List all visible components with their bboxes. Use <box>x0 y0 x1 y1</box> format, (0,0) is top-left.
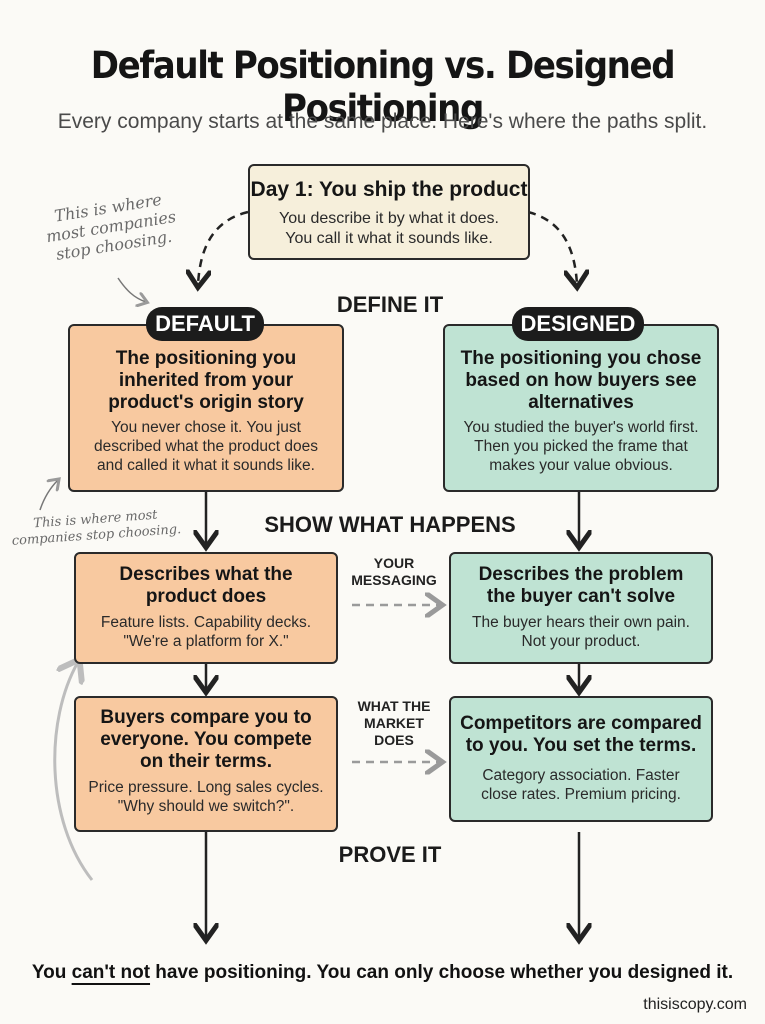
default-market-body-line: "Why should we switch?". <box>117 798 295 815</box>
start-body-line: You call it what it sounds like. <box>285 230 493 247</box>
designed-body-line: makes your value obvious. <box>489 457 673 474</box>
note-arrow-top <box>117 277 146 302</box>
market-label-line: DOES <box>374 732 414 748</box>
default-messaging-heading-line: product does <box>145 586 267 607</box>
default-market-box: Buyers compare you to everyone. You comp… <box>74 696 338 832</box>
default-messaging-body-line: Feature lists. Capability decks. <box>100 614 312 631</box>
designed-body-line: Then you picked the frame that <box>474 438 688 455</box>
default-heading-line: The positioning you <box>115 348 297 369</box>
footer-part: have positioning. You can only choose wh… <box>150 962 734 983</box>
designed-messaging-body-line: The buyer hears their own pain. <box>472 614 690 631</box>
designed-market-body-line: Category association. Faster <box>482 767 680 784</box>
designed-messaging-heading-line: Describes the problem <box>478 564 684 585</box>
market-label-line: MARKET <box>364 715 424 731</box>
footer-emphasis: can't not <box>71 962 151 983</box>
designed-market-body-line: close rates. Premium pricing. <box>481 786 681 803</box>
default-heading-line: inherited from your <box>118 370 294 391</box>
default-badge: DEFAULT <box>146 307 264 341</box>
footer-part: You <box>31 962 72 983</box>
messaging-label-line: MESSAGING <box>351 572 437 588</box>
designed-heading-line: The positioning you chose <box>460 348 702 369</box>
default-market-heading-line: everyone. You compete <box>100 729 312 750</box>
footer-statement: You can't not have positioning. You can … <box>0 962 765 984</box>
designed-body-line: You studied the buyer's world first. <box>463 419 699 436</box>
market-label-line: WHAT THE <box>357 698 431 714</box>
default-messaging-heading-line: Describes what the <box>119 564 293 585</box>
split-arrow-right <box>527 210 577 285</box>
designed-badge: DESIGNED <box>512 307 644 341</box>
default-messaging-box: Describes what the product does Feature … <box>74 552 338 664</box>
default-body-line: and called it what it sounds like. <box>97 457 315 474</box>
designed-messaging-body-line: Not your product. <box>521 633 641 650</box>
default-market-heading-line: Buyers compare you to <box>100 707 312 728</box>
start-body-line: You describe it by what it does. <box>279 210 499 227</box>
default-body-line: You never chose it. You just <box>111 419 301 436</box>
designed-market-box: Competitors are compared to you. You set… <box>449 696 713 822</box>
designed-market-heading-line: to you. You set the terms. <box>465 735 697 756</box>
brand-url[interactable]: thisiscopy.com <box>643 996 747 1013</box>
designed-positioning-box: The positioning you chose based on how b… <box>443 324 719 492</box>
default-market-body-line: Price pressure. Long sales cycles. <box>88 779 324 796</box>
start-heading: Day 1: You ship the product <box>250 178 528 201</box>
market-label: WHAT THE MARKET DOES <box>344 698 444 749</box>
page-title: Default Positioning vs. Designed Positio… <box>90 44 676 130</box>
designed-heading-line: alternatives <box>528 392 634 413</box>
default-messaging-body-line: "We're a platform for X." <box>123 633 289 650</box>
loop-back-arrow <box>53 662 94 881</box>
designed-messaging-heading-line: the buyer can't solve <box>486 586 676 607</box>
page-subtitle: Every company starts at the same place. … <box>57 110 708 133</box>
designed-messaging-box: Describes the problem the buyer can't so… <box>449 552 713 664</box>
note-arrow-side <box>39 480 58 511</box>
default-market-heading-line: on their terms. <box>140 751 272 772</box>
stage-define: DEFINE IT <box>336 292 444 317</box>
split-arrow-left <box>198 210 249 285</box>
designed-market-heading-line: Competitors are compared <box>460 713 702 734</box>
messaging-label-line: YOUR <box>373 555 415 571</box>
default-body-line: described what the product does <box>93 438 319 455</box>
default-heading-line: product's origin story <box>108 392 304 413</box>
default-positioning-box: The positioning you inherited from your … <box>68 324 344 492</box>
stage-show: SHOW WHAT HAPPENS <box>264 512 516 537</box>
designed-heading-line: based on how buyers see <box>465 370 697 391</box>
messaging-label: YOUR MESSAGING <box>344 555 444 589</box>
start-box: Day 1: You ship the product You describe… <box>248 164 530 260</box>
stage-prove: PROVE IT <box>338 842 442 867</box>
